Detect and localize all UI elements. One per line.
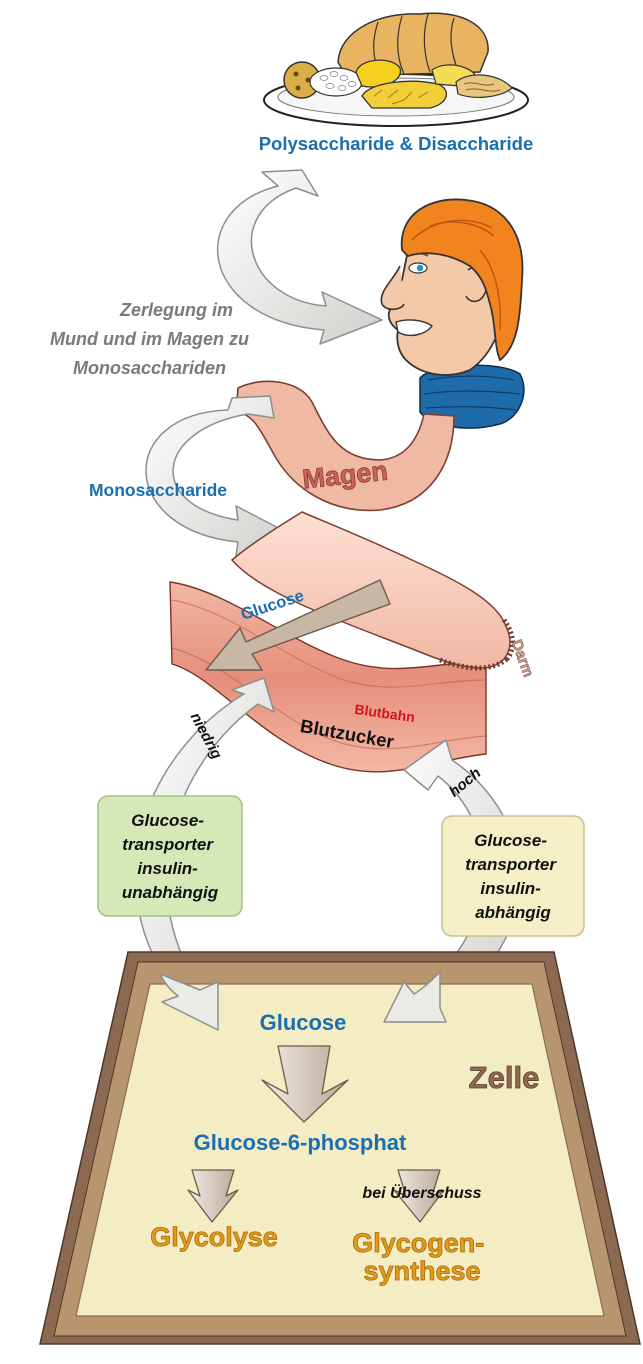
glycogen-label-line-1: Glycogen- [352,1228,484,1258]
transporter-dependent-line-4: abhängig [475,903,551,922]
glycolysis-label: Glycolyse [150,1222,278,1252]
breakdown-label-line-3: Monosacchariden [73,358,226,378]
transporter-dependent-line-1: Glucose- [474,831,547,850]
glucose-to-g6p-arrow [261,1045,349,1123]
g6p-label: Glucose-6-phosphat [194,1130,407,1155]
transporter-independent-line-1: Glucose- [131,811,204,830]
breakdown-label-line-1: Zerlegung im [119,300,233,320]
cell-glucose-label: Glucose [260,1010,347,1035]
glycogen-synthesis-label: Glycogen- synthese [352,1228,492,1286]
transporter-dependent-line-3: insulin- [480,879,541,898]
g6p-to-glycogen-arrow [393,1169,445,1223]
g6p-to-glycolysis-arrow [187,1169,239,1223]
food-plate-illustration [263,12,529,127]
monosaccharide-label: Monosaccharide [89,480,227,500]
transporter-dependent-box: Glucose- transporter insulin- abhängig [441,815,585,937]
curved-arrow-to-mouth [216,169,383,345]
human-head-illustration [380,198,525,429]
glucose-absorption-arrow [205,579,391,671]
transporter-independent-line-4: unabhängig [122,883,219,902]
cell-container [39,951,641,1345]
transporter-dependent-line-2: transporter [465,855,557,874]
breakdown-label-line-2: Mund und im Magen zu [50,329,249,349]
high-arrow-head [383,971,447,1023]
food-title-label: Polysaccharide & Disaccharide [259,133,534,154]
transporter-independent-line-3: insulin- [137,859,198,878]
glycogen-label-line-2: synthese [363,1256,480,1286]
svg-text:Glucose- transporter: Glucose- transporter insulin- unabhängig [122,811,219,902]
stomach-organ [235,380,455,512]
low-arrow-head [159,973,219,1031]
svg-text:Glucose- transporter: Glucose- transporter insulin- abhängig [465,831,560,922]
intestine-label: Darm [508,638,537,680]
cell-label: Zelle [469,1060,540,1095]
excess-label: bei Überschuss [362,1183,481,1202]
transporter-independent-line-2: transporter [122,835,214,854]
transporter-independent-box: Glucose- transporter insulin- unabhängig [97,795,243,917]
breakdown-label: Zerlegung im Mund und im Magen zu Monosa… [50,300,254,378]
